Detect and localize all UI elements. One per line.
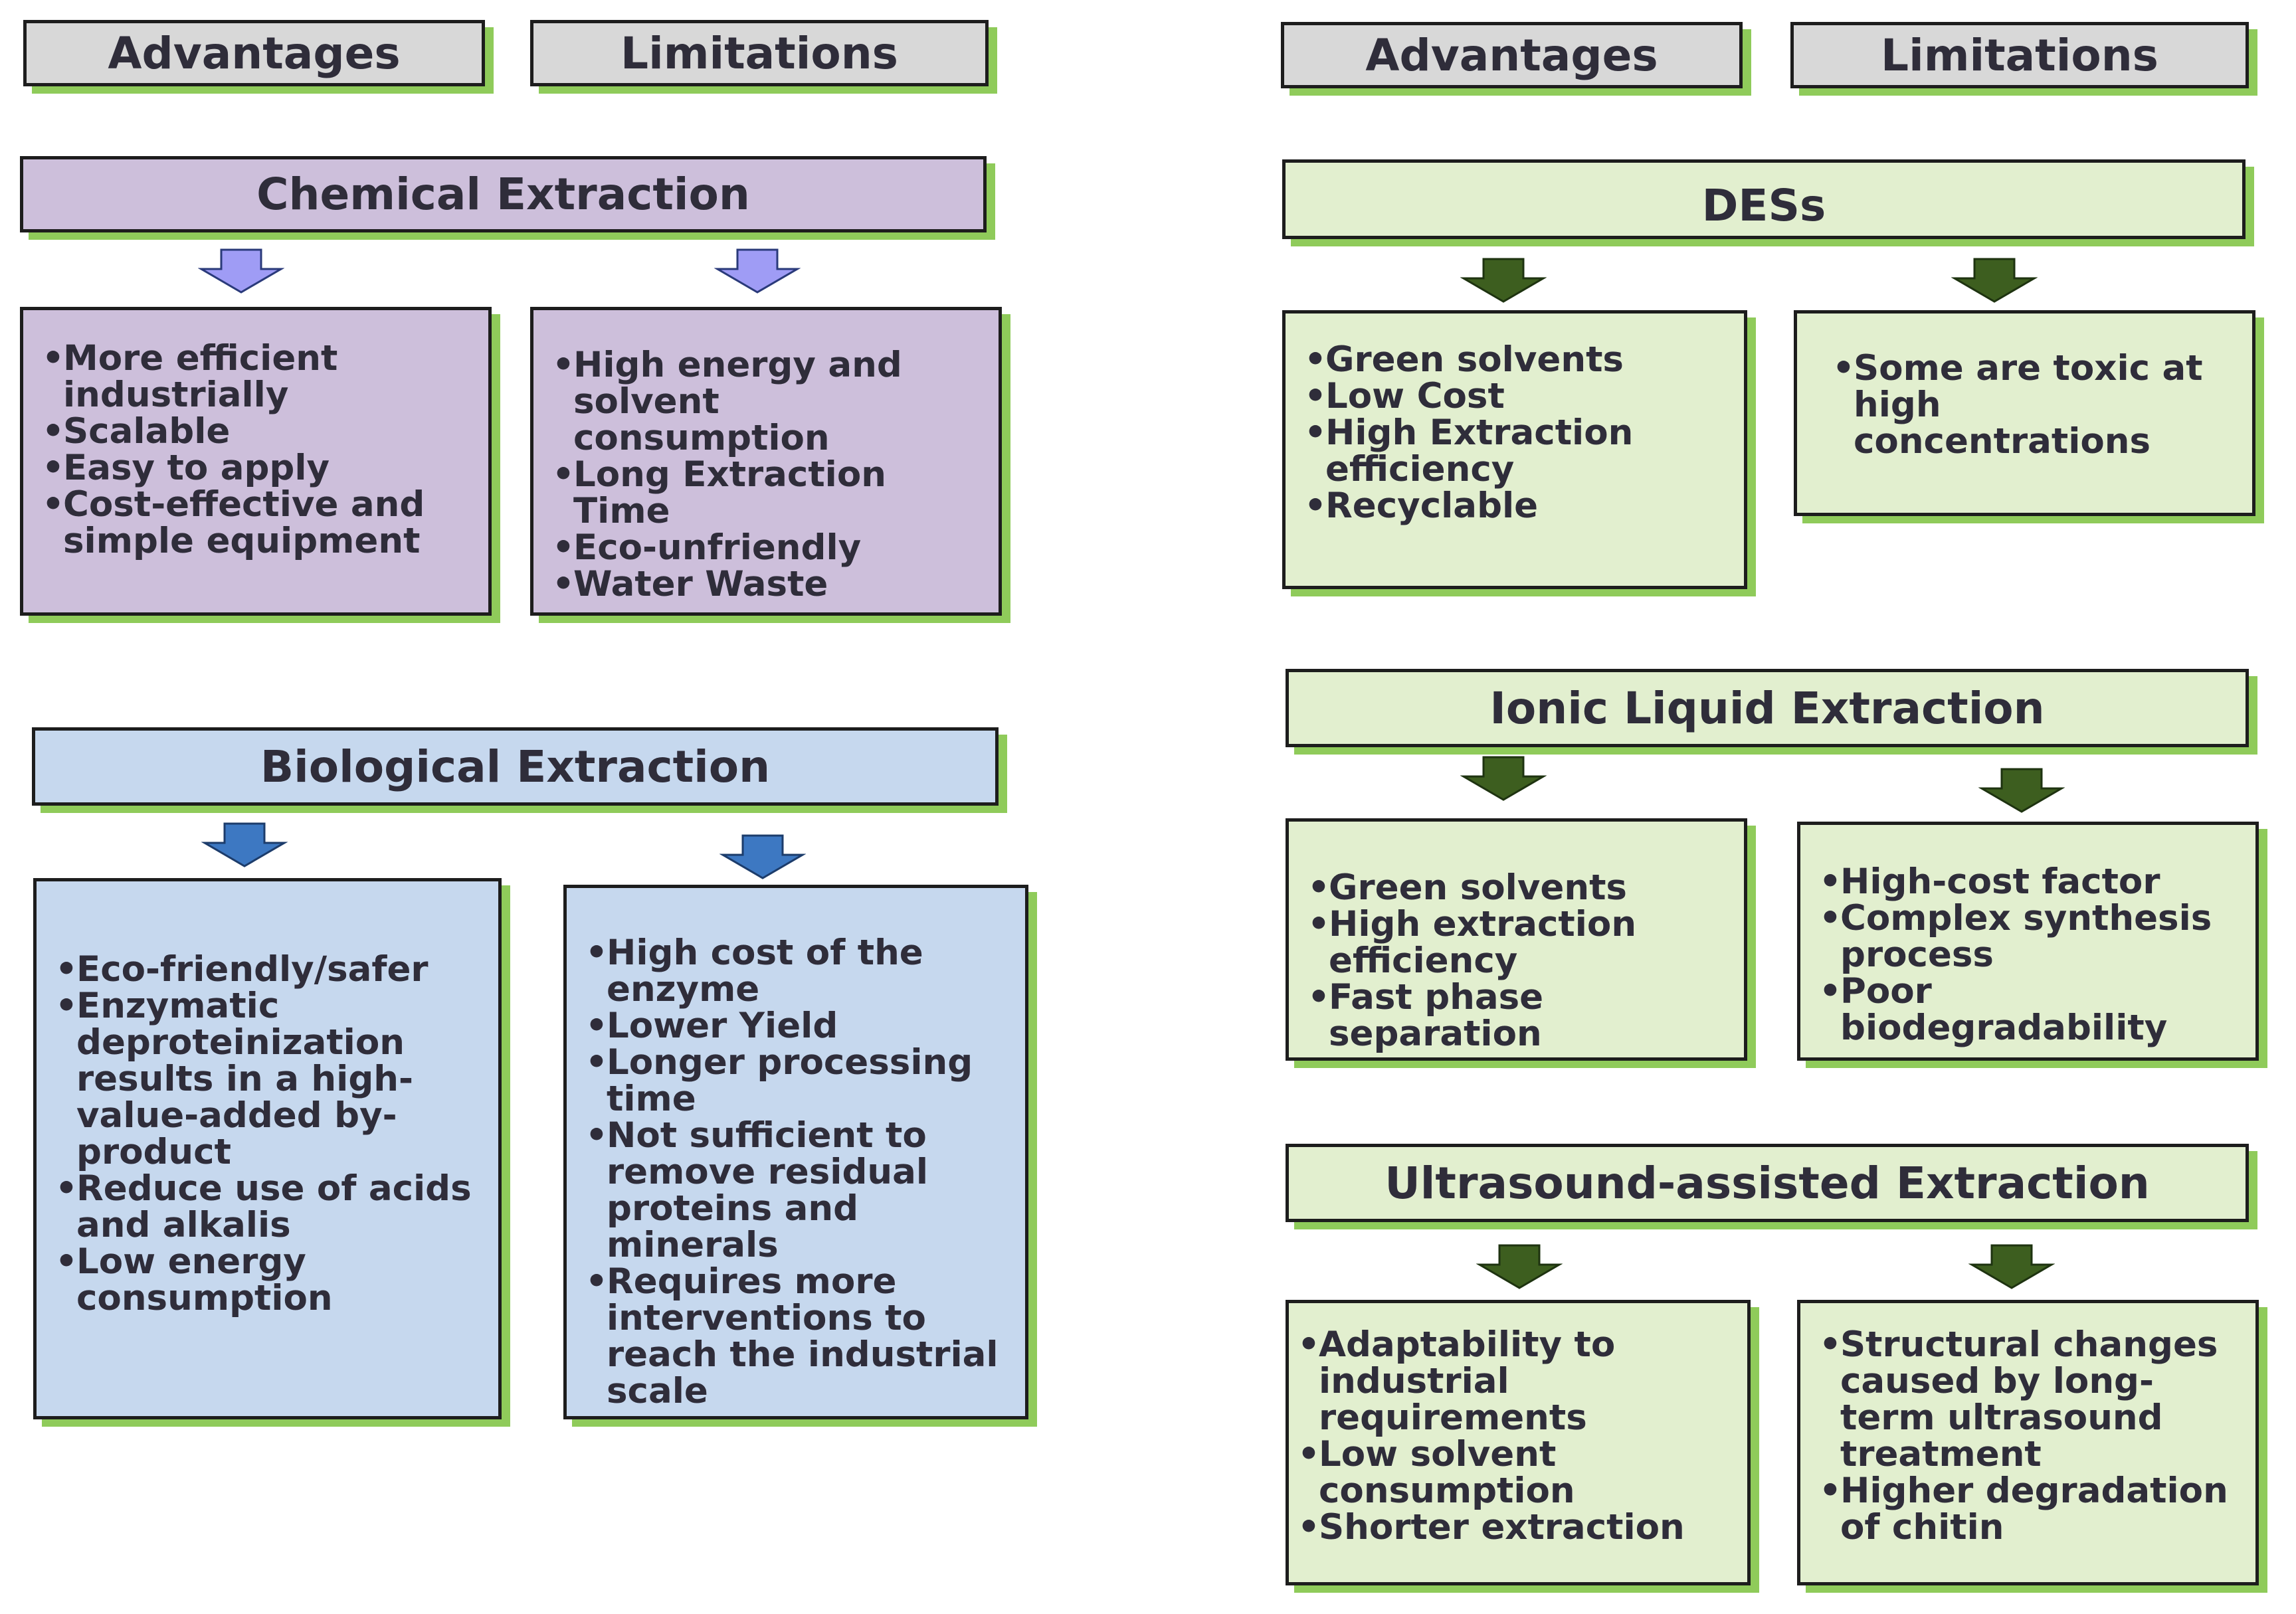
des-limitations-box: Some are toxic at high concentrations bbox=[1794, 310, 2255, 516]
limitations-label-text: Limitations bbox=[621, 27, 898, 79]
biological-advantages-box: Eco-friendly/safer Enzymatic deproteiniz… bbox=[33, 878, 502, 1419]
des-limitations-arrow bbox=[1951, 258, 2038, 303]
limitations-label-text: Limitations bbox=[1881, 29, 2158, 81]
limitations-label-right: Limitations bbox=[1790, 22, 2249, 88]
list-item: Low energy consumption bbox=[50, 1243, 485, 1316]
list-item: Cost-effective and simple equipment bbox=[37, 486, 475, 559]
list-item: Not sufficient to remove residual protei… bbox=[580, 1117, 1012, 1263]
biological-limitations-arrow bbox=[719, 834, 806, 879]
list-item: High cost of the enzyme bbox=[580, 935, 1012, 1008]
list-item: Poor biodegradability bbox=[1814, 973, 2242, 1046]
list-item: Structural changes caused by long-term u… bbox=[1814, 1326, 2242, 1473]
list-item: Higher degradation of chitin bbox=[1814, 1473, 2242, 1546]
ultrasound-title: Ultrasound-assisted Extraction bbox=[1385, 1157, 2150, 1209]
biological-limitations-list: High cost of the enzyme Lower Yield Long… bbox=[580, 935, 1012, 1409]
des-title: DESs bbox=[1701, 179, 1826, 231]
advantages-label-left: Advantages bbox=[23, 20, 485, 86]
chemical-limitations-arrow bbox=[714, 248, 801, 294]
list-item: Reduce use of acids and alkalis bbox=[50, 1170, 485, 1243]
chemical-advantages-list: More efficient industrially Scalable Eas… bbox=[37, 340, 475, 559]
limitations-label-left: Limitations bbox=[530, 20, 989, 86]
ionic-advantages-list: Green solvents High extraction efficienc… bbox=[1302, 869, 1731, 1052]
list-item: Fast phase separation bbox=[1302, 979, 1731, 1052]
chemical-advantages-arrow bbox=[198, 248, 284, 294]
list-item: Shorter extraction bbox=[1292, 1509, 1734, 1546]
list-item: Adaptability to industrial requirements bbox=[1292, 1326, 1734, 1436]
ionic-limitations-box: High-cost factor Complex synthesis proce… bbox=[1797, 822, 2259, 1061]
ultrasound-limitations-box: Structural changes caused by long-term u… bbox=[1797, 1300, 2259, 1585]
chemical-limitations-box: High energy and solvent consumption Long… bbox=[530, 307, 1002, 616]
chemical-limitations-list: High energy and solvent consumption Long… bbox=[547, 347, 985, 602]
list-item: Green solvents bbox=[1302, 869, 1731, 906]
list-item: Recyclable bbox=[1299, 488, 1731, 524]
ultrasound-header: Ultrasound-assisted Extraction bbox=[1286, 1144, 2249, 1222]
ionic-advantages-arrow bbox=[1460, 756, 1547, 801]
list-item: Green solvents bbox=[1299, 341, 1731, 378]
biological-advantages-list: Eco-friendly/safer Enzymatic deproteiniz… bbox=[50, 951, 485, 1316]
list-item: High Extraction efficiency bbox=[1299, 414, 1731, 488]
ionic-limitations-list: High-cost factor Complex synthesis proce… bbox=[1814, 863, 2242, 1046]
advantages-label-text: Advantages bbox=[108, 27, 401, 79]
ultrasound-advantages-arrow bbox=[1476, 1244, 1563, 1289]
list-item: Low Cost bbox=[1299, 378, 1731, 414]
list-item: Longer processing time bbox=[580, 1044, 1012, 1117]
list-item: Complex synthesis process bbox=[1814, 900, 2242, 973]
list-item: Long Extraction Time bbox=[547, 456, 985, 529]
list-item: Easy to apply bbox=[37, 450, 475, 486]
ionic-liquid-header: Ionic Liquid Extraction bbox=[1286, 669, 2249, 747]
ultrasound-limitations-list: Structural changes caused by long-term u… bbox=[1814, 1326, 2242, 1546]
des-header: DESs bbox=[1282, 159, 2246, 239]
ultrasound-limitations-arrow bbox=[1968, 1244, 2055, 1289]
biological-limitations-box: High cost of the enzyme Lower Yield Long… bbox=[563, 885, 1028, 1419]
advantages-label-text: Advantages bbox=[1365, 29, 1658, 81]
chemical-advantages-box: More efficient industrially Scalable Eas… bbox=[20, 307, 492, 616]
biological-extraction-header: Biological Extraction bbox=[32, 727, 999, 806]
des-advantages-arrow bbox=[1460, 258, 1547, 303]
ionic-limitations-arrow bbox=[1978, 768, 2065, 813]
des-advantages-box: Green solvents Low Cost High Extraction … bbox=[1282, 310, 1747, 589]
advantages-label-right: Advantages bbox=[1281, 22, 1743, 88]
list-item: High energy and solvent consumption bbox=[547, 347, 985, 456]
ultrasound-advantages-box: Adaptability to industrial requirements … bbox=[1286, 1300, 1751, 1585]
list-item: Water Waste bbox=[547, 566, 985, 602]
list-item: Scalable bbox=[37, 413, 475, 450]
list-item: Some are toxic at high concentrations bbox=[1827, 350, 2239, 460]
list-item: Enzymatic deproteinization results in a … bbox=[50, 988, 485, 1170]
des-advantages-list: Green solvents Low Cost High Extraction … bbox=[1299, 341, 1731, 524]
list-item: Lower Yield bbox=[580, 1008, 1012, 1044]
biological-extraction-title: Biological Extraction bbox=[260, 741, 771, 792]
ionic-advantages-box: Green solvents High extraction efficienc… bbox=[1286, 818, 1747, 1061]
list-item: Requires more interventions to reach the… bbox=[580, 1263, 1012, 1409]
list-item: Eco-friendly/safer bbox=[50, 951, 485, 988]
chemical-extraction-title: Chemical Extraction bbox=[256, 169, 750, 220]
list-item: Low solvent consumption bbox=[1292, 1436, 1734, 1509]
list-item: High-cost factor bbox=[1814, 863, 2242, 900]
list-item: High extraction efficiency bbox=[1302, 906, 1731, 979]
ionic-liquid-title: Ionic Liquid Extraction bbox=[1489, 682, 2045, 734]
biological-advantages-arrow bbox=[201, 822, 288, 867]
ultrasound-advantages-list: Adaptability to industrial requirements … bbox=[1292, 1326, 1734, 1546]
des-limitations-list: Some are toxic at high concentrations bbox=[1827, 350, 2239, 460]
list-item: Eco-unfriendly bbox=[547, 529, 985, 566]
list-item: More efficient industrially bbox=[37, 340, 475, 413]
chemical-extraction-header: Chemical Extraction bbox=[20, 156, 987, 232]
